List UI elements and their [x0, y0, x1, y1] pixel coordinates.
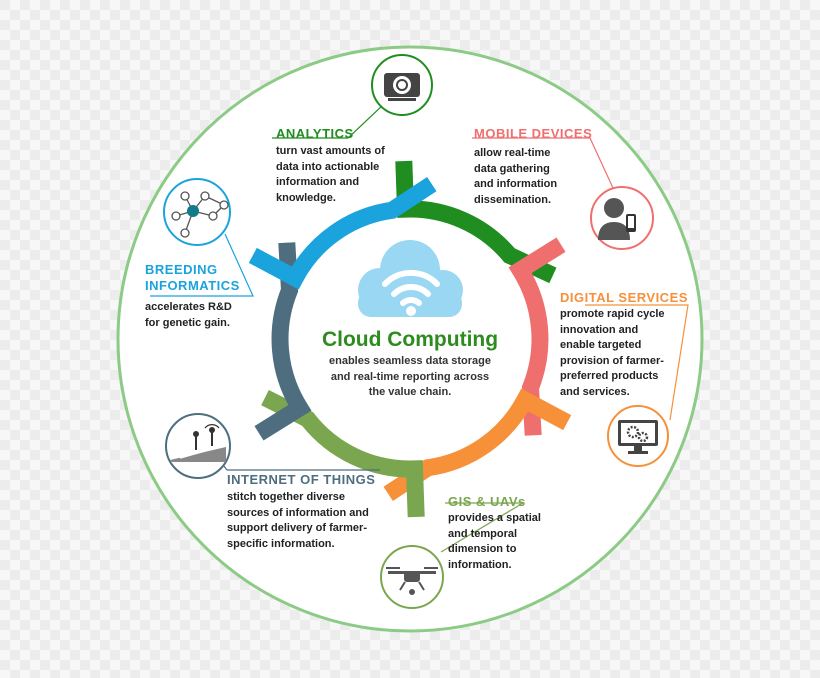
breeding-informatics-segment	[248, 176, 437, 290]
network-nodes-icon	[163, 178, 231, 246]
breeding-informatics-title: BREEDING INFORMATICS	[145, 262, 240, 293]
internet-of-things-title: INTERNET OF THINGS	[227, 472, 376, 487]
gis-uavs-description: provides a spatial and temporal dimensio…	[448, 512, 541, 571]
cloud-wifi-icon	[358, 240, 463, 317]
analytics-gauge-icon	[371, 54, 433, 116]
internet-of-things-description: stitch together diverse sources of infor…	[227, 491, 369, 550]
center-title: Cloud Computing	[321, 328, 499, 351]
digital-services-description: promote rapid cycle innovation and enabl…	[560, 308, 665, 398]
breeding-informatics-description: accelerates R&D for genetic gain.	[145, 301, 232, 329]
field-sensors-icon	[165, 413, 231, 479]
monitor-gears-icon	[607, 405, 669, 467]
analytics-description: turn vast amounts of data into actionabl…	[276, 145, 385, 204]
connector-lines	[150, 103, 689, 553]
gis-uavs-title: GIS & UAVs	[448, 494, 526, 509]
segment-arcs	[248, 160, 572, 518]
outer-ring	[116, 45, 704, 633]
person-with-phone-icon	[590, 186, 654, 250]
mobile-devices-segment	[508, 237, 566, 436]
drone-icon	[380, 545, 444, 609]
gis-uavs-segment	[261, 390, 425, 518]
digital-services-title: DIGITAL SERVICES	[560, 290, 688, 305]
center-description: enables seamless data storage and real-t…	[328, 355, 492, 398]
analytics-segment	[395, 160, 557, 284]
digital-services-segment	[383, 388, 572, 502]
mobile-devices-description: allow real-time data gathering and infor…	[474, 147, 558, 206]
mobile-devices-title: MOBILE DEVICES	[474, 126, 593, 141]
analytics-title: ANALYTICS	[276, 126, 354, 141]
internet-of-things-segment	[254, 242, 312, 441]
